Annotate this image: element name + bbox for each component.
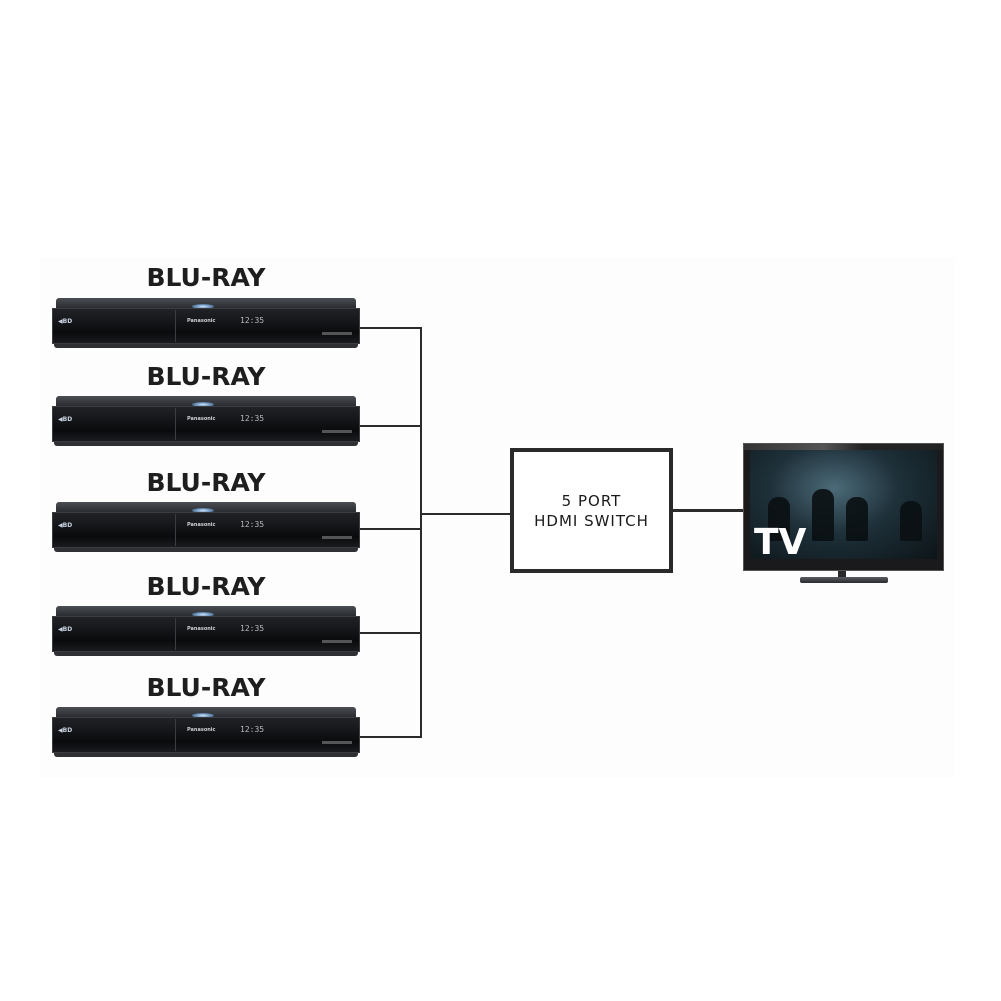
front-display: 12:35 <box>240 316 265 325</box>
switch-label-line1: 5 PORT <box>561 491 622 510</box>
tv-screen <box>750 450 937 559</box>
bluray-label-4: BLU-RAY <box>146 572 266 601</box>
brand-label: Panasonic <box>187 522 216 528</box>
brand-label: Panasonic <box>187 727 216 733</box>
front-display: 12:35 <box>240 725 265 734</box>
bluray-disc-logo-icon: ◀BD <box>58 626 73 633</box>
connector-switch-to-tv <box>673 509 743 512</box>
tv-stand-base <box>800 577 888 583</box>
brand-label: Panasonic <box>187 318 216 324</box>
bluray-player-2: ◀BD Panasonic 12:35 <box>52 396 360 446</box>
bluray-player-1: ◀BD Panasonic 12:35 <box>52 298 360 348</box>
connector-player-5 <box>360 736 421 738</box>
bluray-player-4: ◀BD Panasonic 12:35 <box>52 606 360 656</box>
bluray-player-3: ◀BD Panasonic 12:35 <box>52 502 360 552</box>
bluray-player-5: ◀BD Panasonic 12:35 <box>52 707 360 757</box>
connector-bus <box>420 327 422 738</box>
bluray-label-5: BLU-RAY <box>146 673 266 702</box>
tv-stand-neck <box>838 571 846 578</box>
hdmi-switch-box: 5 PORT HDMI SWITCH <box>510 448 673 573</box>
bluray-disc-logo-icon: ◀BD <box>58 522 73 529</box>
front-display: 12:35 <box>240 414 265 423</box>
bluray-label-1: BLU-RAY <box>146 263 266 292</box>
bluray-disc-logo-icon: ◀BD <box>58 727 73 734</box>
connector-bus-to-switch <box>420 513 510 515</box>
tv-label: TV <box>754 522 807 563</box>
connector-player-1 <box>360 327 421 329</box>
tv-icon: TV <box>743 443 944 571</box>
connector-player-4 <box>360 632 421 634</box>
front-display: 12:35 <box>240 520 265 529</box>
connector-player-2 <box>360 425 421 427</box>
brand-label: Panasonic <box>187 416 216 422</box>
brand-label: Panasonic <box>187 626 216 632</box>
switch-label-line2: HDMI SWITCH <box>534 511 649 530</box>
connector-player-3 <box>360 528 421 530</box>
bluray-label-3: BLU-RAY <box>146 468 266 497</box>
bluray-disc-logo-icon: ◀BD <box>58 416 73 423</box>
front-display: 12:35 <box>240 624 265 633</box>
bluray-disc-logo-icon: ◀BD <box>58 318 73 325</box>
bluray-label-2: BLU-RAY <box>146 362 266 391</box>
